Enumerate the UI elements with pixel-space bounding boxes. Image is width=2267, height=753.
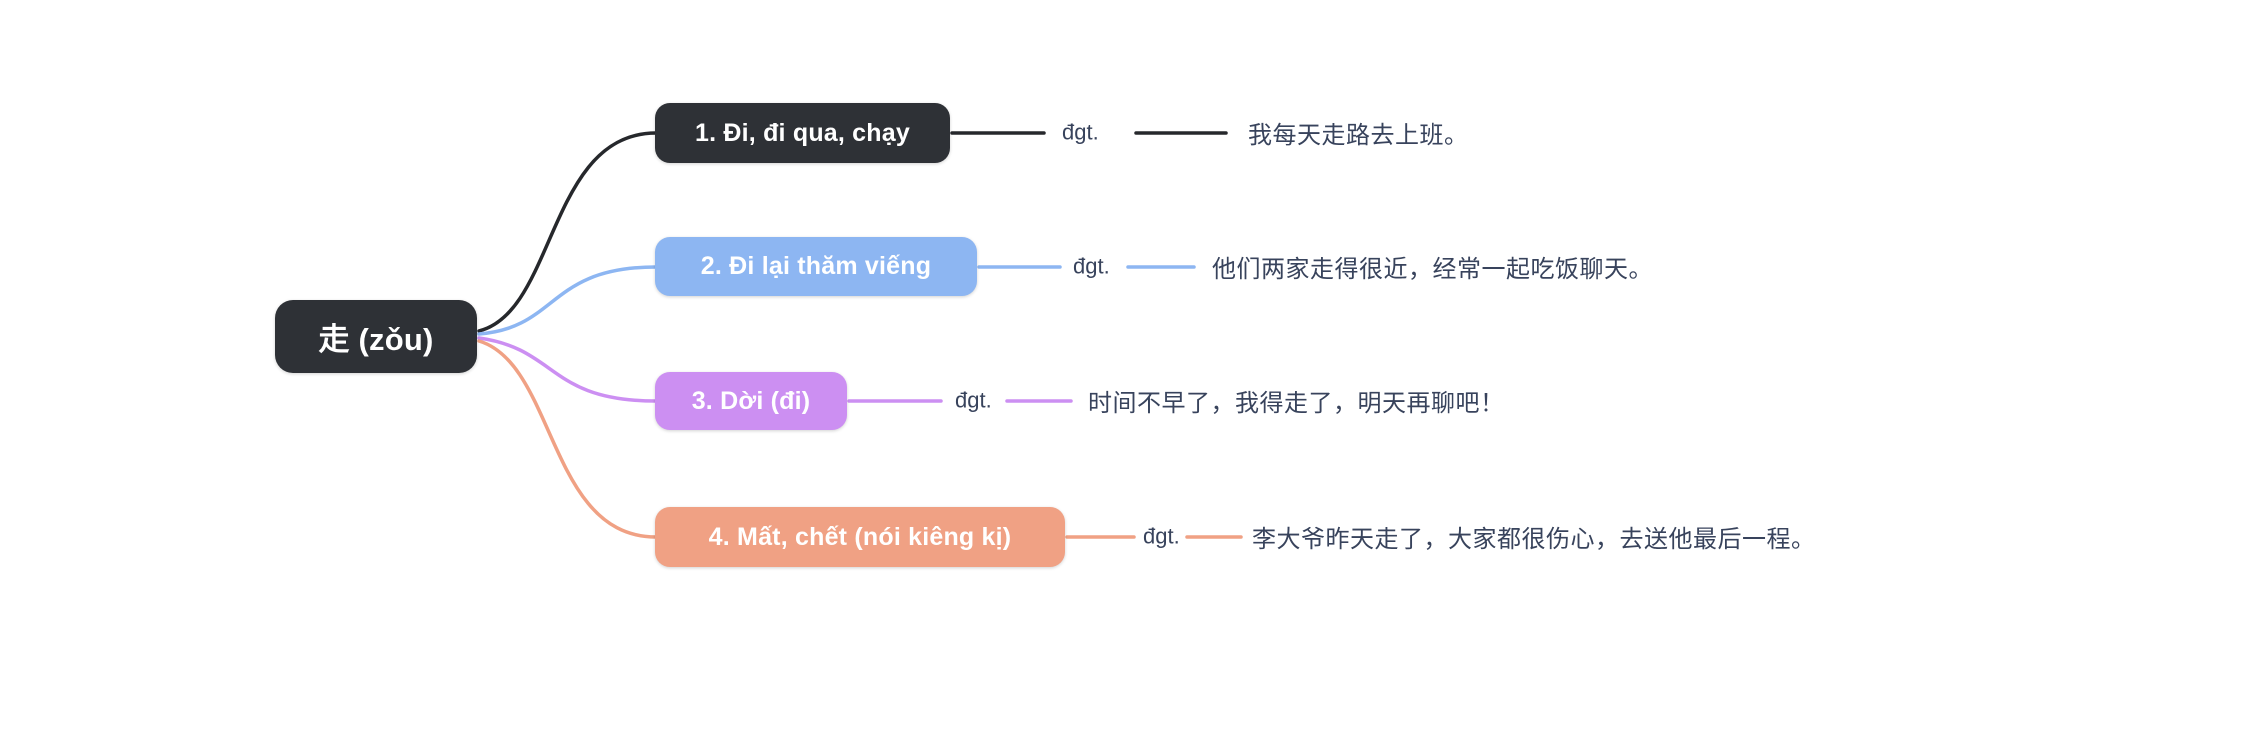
topic-meaning-2[interactable]: 2. Đi lại thăm viếng — [655, 237, 977, 296]
example-sentence-1[interactable]: 我每天走路去上班。 — [1248, 121, 1469, 149]
topic-meaning-3[interactable]: 3. Dời (đi) — [655, 372, 847, 430]
example-sentence-2[interactable]: 他们两家走得很近，经常一起吃饭聊天。 — [1212, 255, 1653, 283]
topic-meaning-1[interactable]: 1. Đi, đi qua, chạy — [655, 103, 950, 163]
pos-tag-1[interactable]: đgt. — [1062, 119, 1099, 145]
pos-tag-2[interactable]: đgt. — [1073, 253, 1110, 279]
example-sentence-4[interactable]: 李大爷昨天走了，大家都很伤心，去送他最后一程。 — [1252, 525, 1816, 553]
root-topic[interactable]: 走 (zǒu) — [275, 300, 477, 373]
topic-meaning-2-label: 2. Đi lại thăm viếng — [700, 252, 932, 280]
root-topic-label: 走 (zǒu) — [318, 322, 434, 357]
branch-3-curve — [477, 336, 658, 403]
branch-2-curve — [477, 265, 658, 336]
topic-meaning-4[interactable]: 4. Mất, chết (nói kiêng kị) — [655, 507, 1065, 567]
topic-meaning-3-label: 3. Dời (đi) — [691, 386, 811, 415]
topic-meaning-1-label: 1. Đi, đi qua, chạy — [695, 118, 910, 147]
example-sentence-3[interactable]: 时间不早了，我得走了，明天再聊吧！ — [1088, 389, 1505, 417]
branch-4-curve — [477, 339, 658, 539]
topic-meaning-4-label: 4. Mất, chết (nói kiêng kị) — [708, 522, 1012, 551]
pos-tag-3[interactable]: đgt. — [955, 387, 992, 413]
pos-tag-4[interactable]: đgt. — [1143, 523, 1180, 549]
branch-1-curve — [477, 131, 658, 333]
